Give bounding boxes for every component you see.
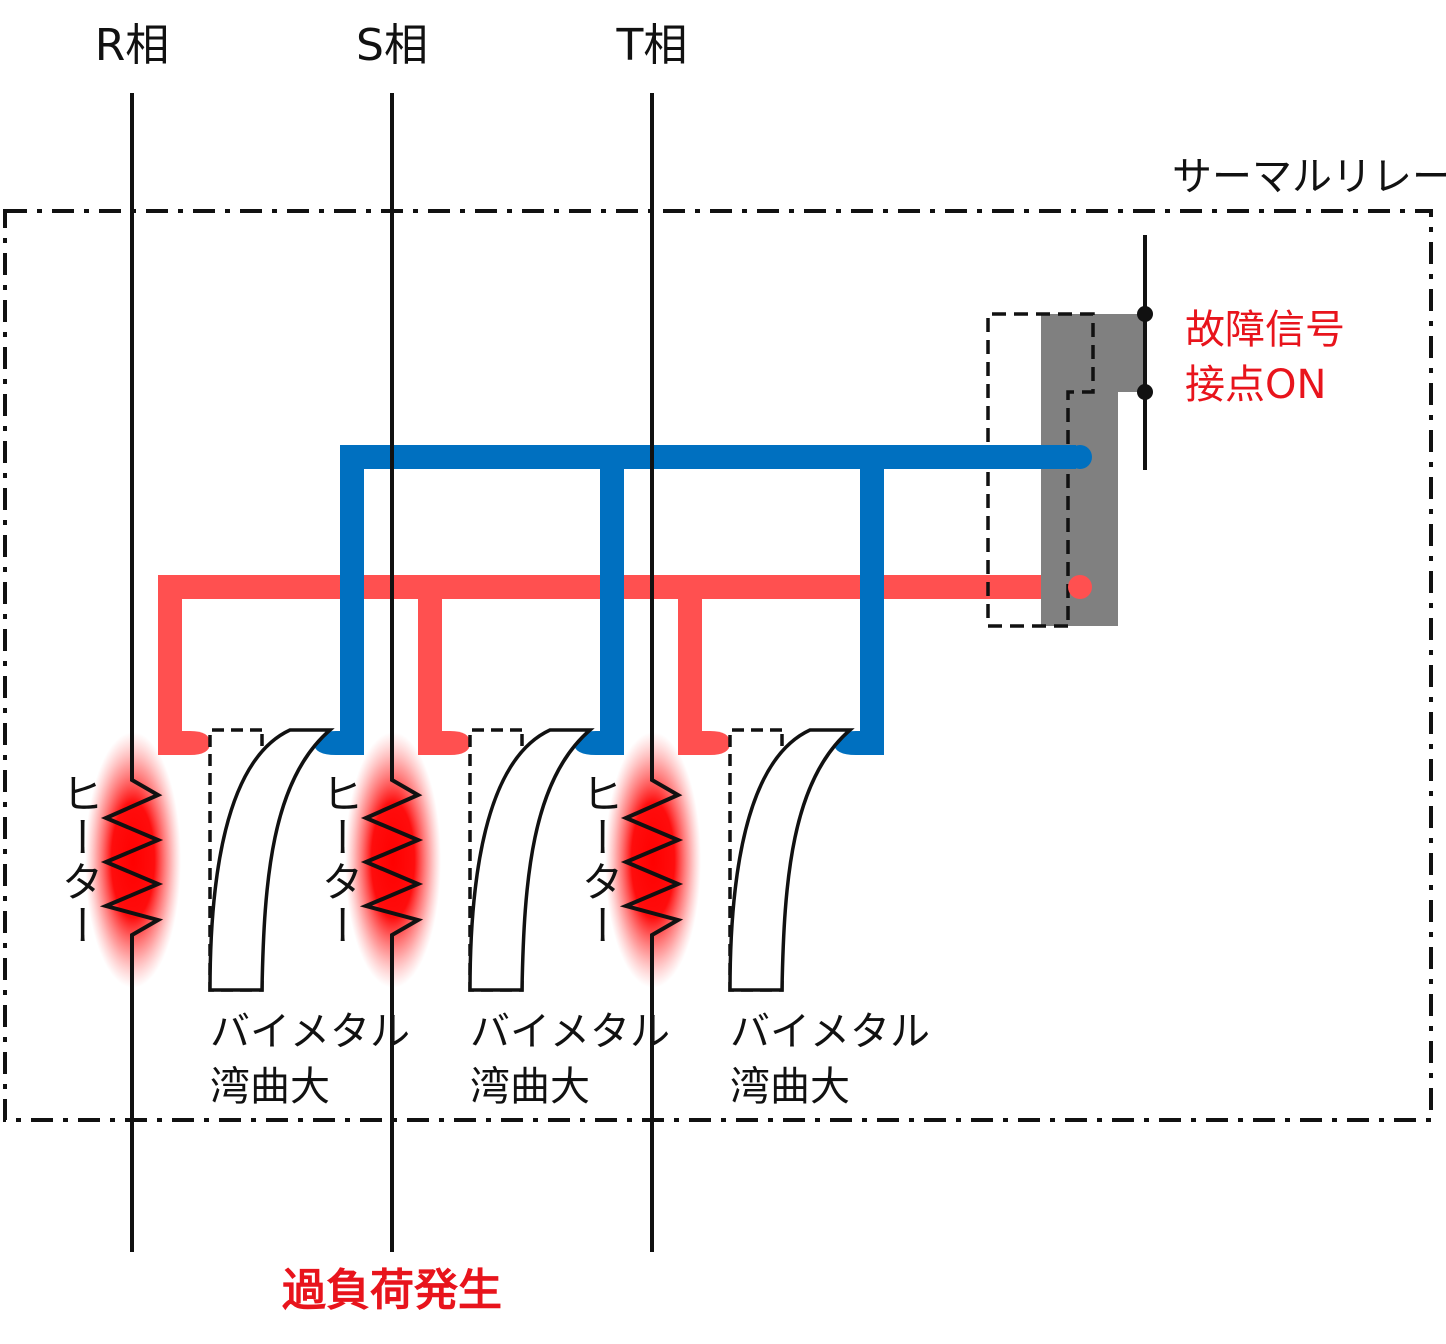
bimetal-label-s-2: 湾曲大 — [470, 1064, 590, 1110]
bimetal-r — [208, 728, 335, 992]
phase-label-t: T相 — [616, 20, 688, 71]
heater-label-s: ヒーター — [316, 772, 365, 948]
phase-wire-s — [359, 93, 424, 1252]
bimetal-s — [468, 728, 595, 992]
contact-block — [1041, 314, 1143, 626]
phase-label-s: S相 — [356, 20, 428, 71]
blue-link-dot — [1068, 445, 1092, 469]
phase-label-r: R相 — [95, 20, 170, 71]
bimetal-label-t-2: 湾曲大 — [730, 1064, 850, 1110]
red-link-dot — [1068, 575, 1092, 599]
heater-label-t: ヒーター — [576, 772, 625, 948]
heater-label-r: ヒーター — [56, 772, 105, 948]
overload-label: 過負荷発生 — [282, 1265, 502, 1316]
bimetal-label-s-1: バイメタル — [470, 1009, 670, 1055]
relay-enclosure — [3, 209, 1433, 1122]
bimetal-label-r-1: バイメタル — [210, 1009, 410, 1055]
blue-linkage — [314, 445, 1076, 755]
bimetal-label-r-2: 湾曲大 — [210, 1064, 330, 1110]
phase-wire-r — [99, 93, 164, 1252]
contact-block-outline — [986, 312, 1095, 628]
contact-point-upper — [1137, 306, 1153, 322]
bimetal-t — [728, 728, 855, 992]
phase-wire-t — [619, 93, 684, 1252]
red-linkage — [158, 575, 1076, 755]
contact-point-lower — [1137, 384, 1153, 400]
relay-label: サーマルリレー — [1172, 154, 1446, 200]
fault-signal-line2: 接点ON — [1185, 362, 1326, 408]
fault-signal-line1: 故障信号 — [1185, 307, 1345, 353]
bimetal-label-t-1: バイメタル — [730, 1009, 930, 1055]
